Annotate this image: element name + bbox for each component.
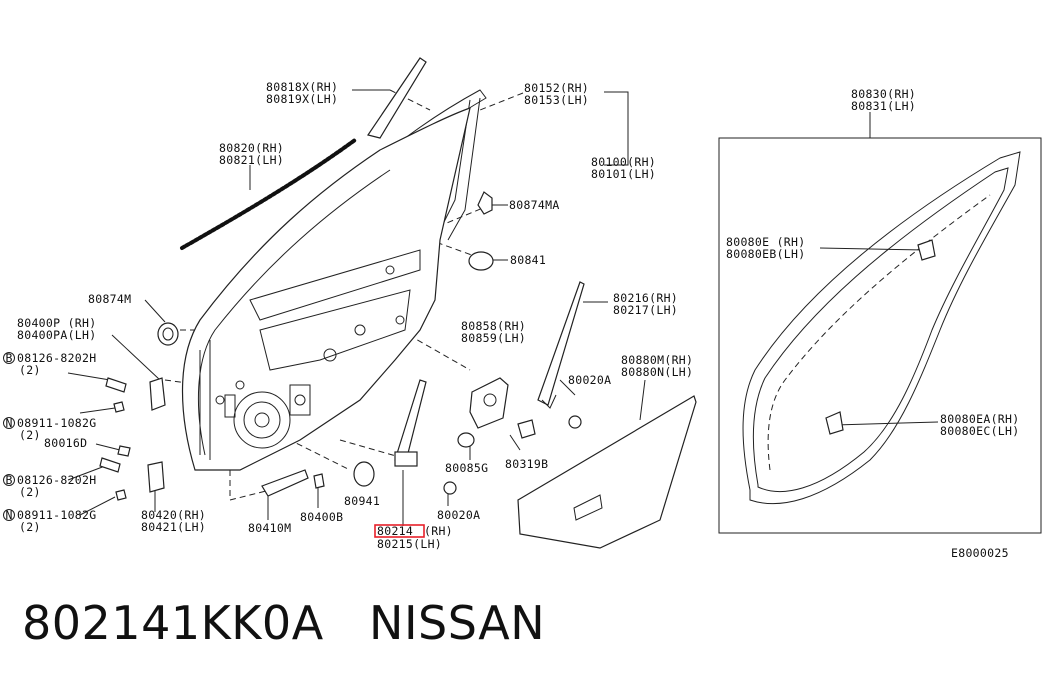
label-80153-lh: 80153(LH) xyxy=(524,93,589,107)
door-seal-80880M xyxy=(517,395,697,549)
label-08911-b-qty: (2) xyxy=(19,520,41,534)
grommet-80874MA xyxy=(477,191,493,215)
label-80020a-2: 80020A xyxy=(437,508,480,522)
label-80941: 80941 xyxy=(344,494,380,508)
label-80841: 80841 xyxy=(510,253,546,267)
nut-08911a xyxy=(113,401,125,413)
nut-08911b xyxy=(115,489,127,501)
glass-run-80214 xyxy=(394,379,427,467)
grommet-80085G xyxy=(457,432,475,448)
door-lock-80858 xyxy=(469,377,509,429)
door-outer-moulding xyxy=(180,138,357,250)
caption-part-number: 802141KK0A xyxy=(22,596,324,650)
label-80101-lh: 80101(LH) xyxy=(591,167,656,181)
label-80880n-lh: 80880N(LH) xyxy=(621,365,693,379)
prefix-b-circle-1 xyxy=(3,352,15,364)
label-80080ec-lh: 80080EC(LH) xyxy=(940,424,1019,438)
highlight-box-80214 xyxy=(374,524,425,538)
label-80859-lh: 80859(LH) xyxy=(461,331,526,345)
label-08126-b: 08126-8202H xyxy=(17,473,96,487)
label-80100-rh: 80100(RH) xyxy=(591,155,656,169)
label-08911-b: 08911-1082G xyxy=(17,508,96,522)
label-08911-a: 08911-1082G xyxy=(17,416,96,430)
label-80214-rh: (RH) xyxy=(424,524,453,538)
label-80420-rh: 80420(RH) xyxy=(141,508,206,522)
label-08126-a: 08126-8202H xyxy=(17,351,96,365)
prefix-b-2: B xyxy=(6,473,13,487)
label-80085g: 80085G xyxy=(445,461,488,475)
diagram-code: E8000025 xyxy=(951,546,1009,560)
pin-80016D xyxy=(117,445,131,457)
label-80020a-1: 80020A xyxy=(568,373,611,387)
bolt-08126b xyxy=(99,457,121,473)
prefix-b-circle-2 xyxy=(3,474,15,486)
label-80400b: 80400B xyxy=(300,510,343,524)
part-labels: 80818X(RH) 80819X(LH) 80152(RH) 80153(LH… xyxy=(3,80,1019,560)
lower-hinge-80420 xyxy=(147,461,165,493)
grommet-80874M xyxy=(157,322,179,346)
door-shell xyxy=(181,107,471,471)
label-08911-a-qty: (2) xyxy=(19,428,41,442)
label-80819x-lh: 80819X(LH) xyxy=(266,92,338,106)
label-80214: 80214 xyxy=(377,524,413,538)
screw-80020Ab xyxy=(443,481,457,495)
window-corner-trim xyxy=(367,57,427,139)
label-80858-rh: 80858(RH) xyxy=(461,319,526,333)
label-80080eb-lh: 80080EB(LH) xyxy=(726,247,805,261)
label-08126-b-qty: (2) xyxy=(19,485,41,499)
leader-lines xyxy=(67,89,939,526)
bolt-80400B xyxy=(313,473,325,489)
label-80319b: 80319B xyxy=(505,457,548,471)
label-80821-lh: 80821(LH) xyxy=(219,153,284,167)
label-80080ea-rh: 80080EA(RH) xyxy=(940,412,1019,426)
plug-80841 xyxy=(468,251,494,271)
caption-brand: NISSAN xyxy=(369,596,546,650)
screw-80020Aa xyxy=(568,415,582,429)
check-link-80410M xyxy=(261,469,309,497)
label-80216-rh: 80216(RH) xyxy=(613,291,678,305)
caption: 802141KK0A NISSAN xyxy=(22,596,545,650)
label-80215-lh: 80215(LH) xyxy=(377,537,442,551)
label-80818x-rh: 80818X(RH) xyxy=(266,80,338,94)
weatherstrip-panel xyxy=(718,137,1042,534)
label-80831-lh: 80831(LH) xyxy=(851,99,916,113)
sash-rear-80216 xyxy=(537,281,585,409)
label-80874m: 80874M xyxy=(88,292,131,306)
prefix-n-circle-1 xyxy=(3,417,15,429)
label-80080e-rh: 80080E (RH) xyxy=(726,235,805,249)
label-80880m-rh: 80880M(RH) xyxy=(621,353,693,367)
upper-hinge-80400P xyxy=(149,377,166,411)
label-80410m: 80410M xyxy=(248,521,291,535)
label-80830-rh: 80830(RH) xyxy=(851,87,916,101)
prefix-n-circle-2 xyxy=(3,509,15,521)
label-80016d: 80016D xyxy=(44,436,87,450)
label-08126-a-qty: (2) xyxy=(19,363,41,377)
label-80400p-rh: 80400P (RH) xyxy=(17,316,96,330)
prefix-n-2: N xyxy=(6,508,13,522)
bolt-08126a xyxy=(105,377,127,393)
prefix-n-1: N xyxy=(6,416,13,430)
striker-80319B xyxy=(517,419,536,439)
label-80152-rh: 80152(RH) xyxy=(524,81,589,95)
prefix-b-1: B xyxy=(6,351,13,365)
plug-80941 xyxy=(353,461,375,487)
label-80874ma: 80874MA xyxy=(509,198,560,212)
label-80820-rh: 80820(RH) xyxy=(219,141,284,155)
label-80400pa-lh: 80400PA(LH) xyxy=(17,328,96,342)
label-80217-lh: 80217(LH) xyxy=(613,303,678,317)
label-80421-lh: 80421(LH) xyxy=(141,520,206,534)
